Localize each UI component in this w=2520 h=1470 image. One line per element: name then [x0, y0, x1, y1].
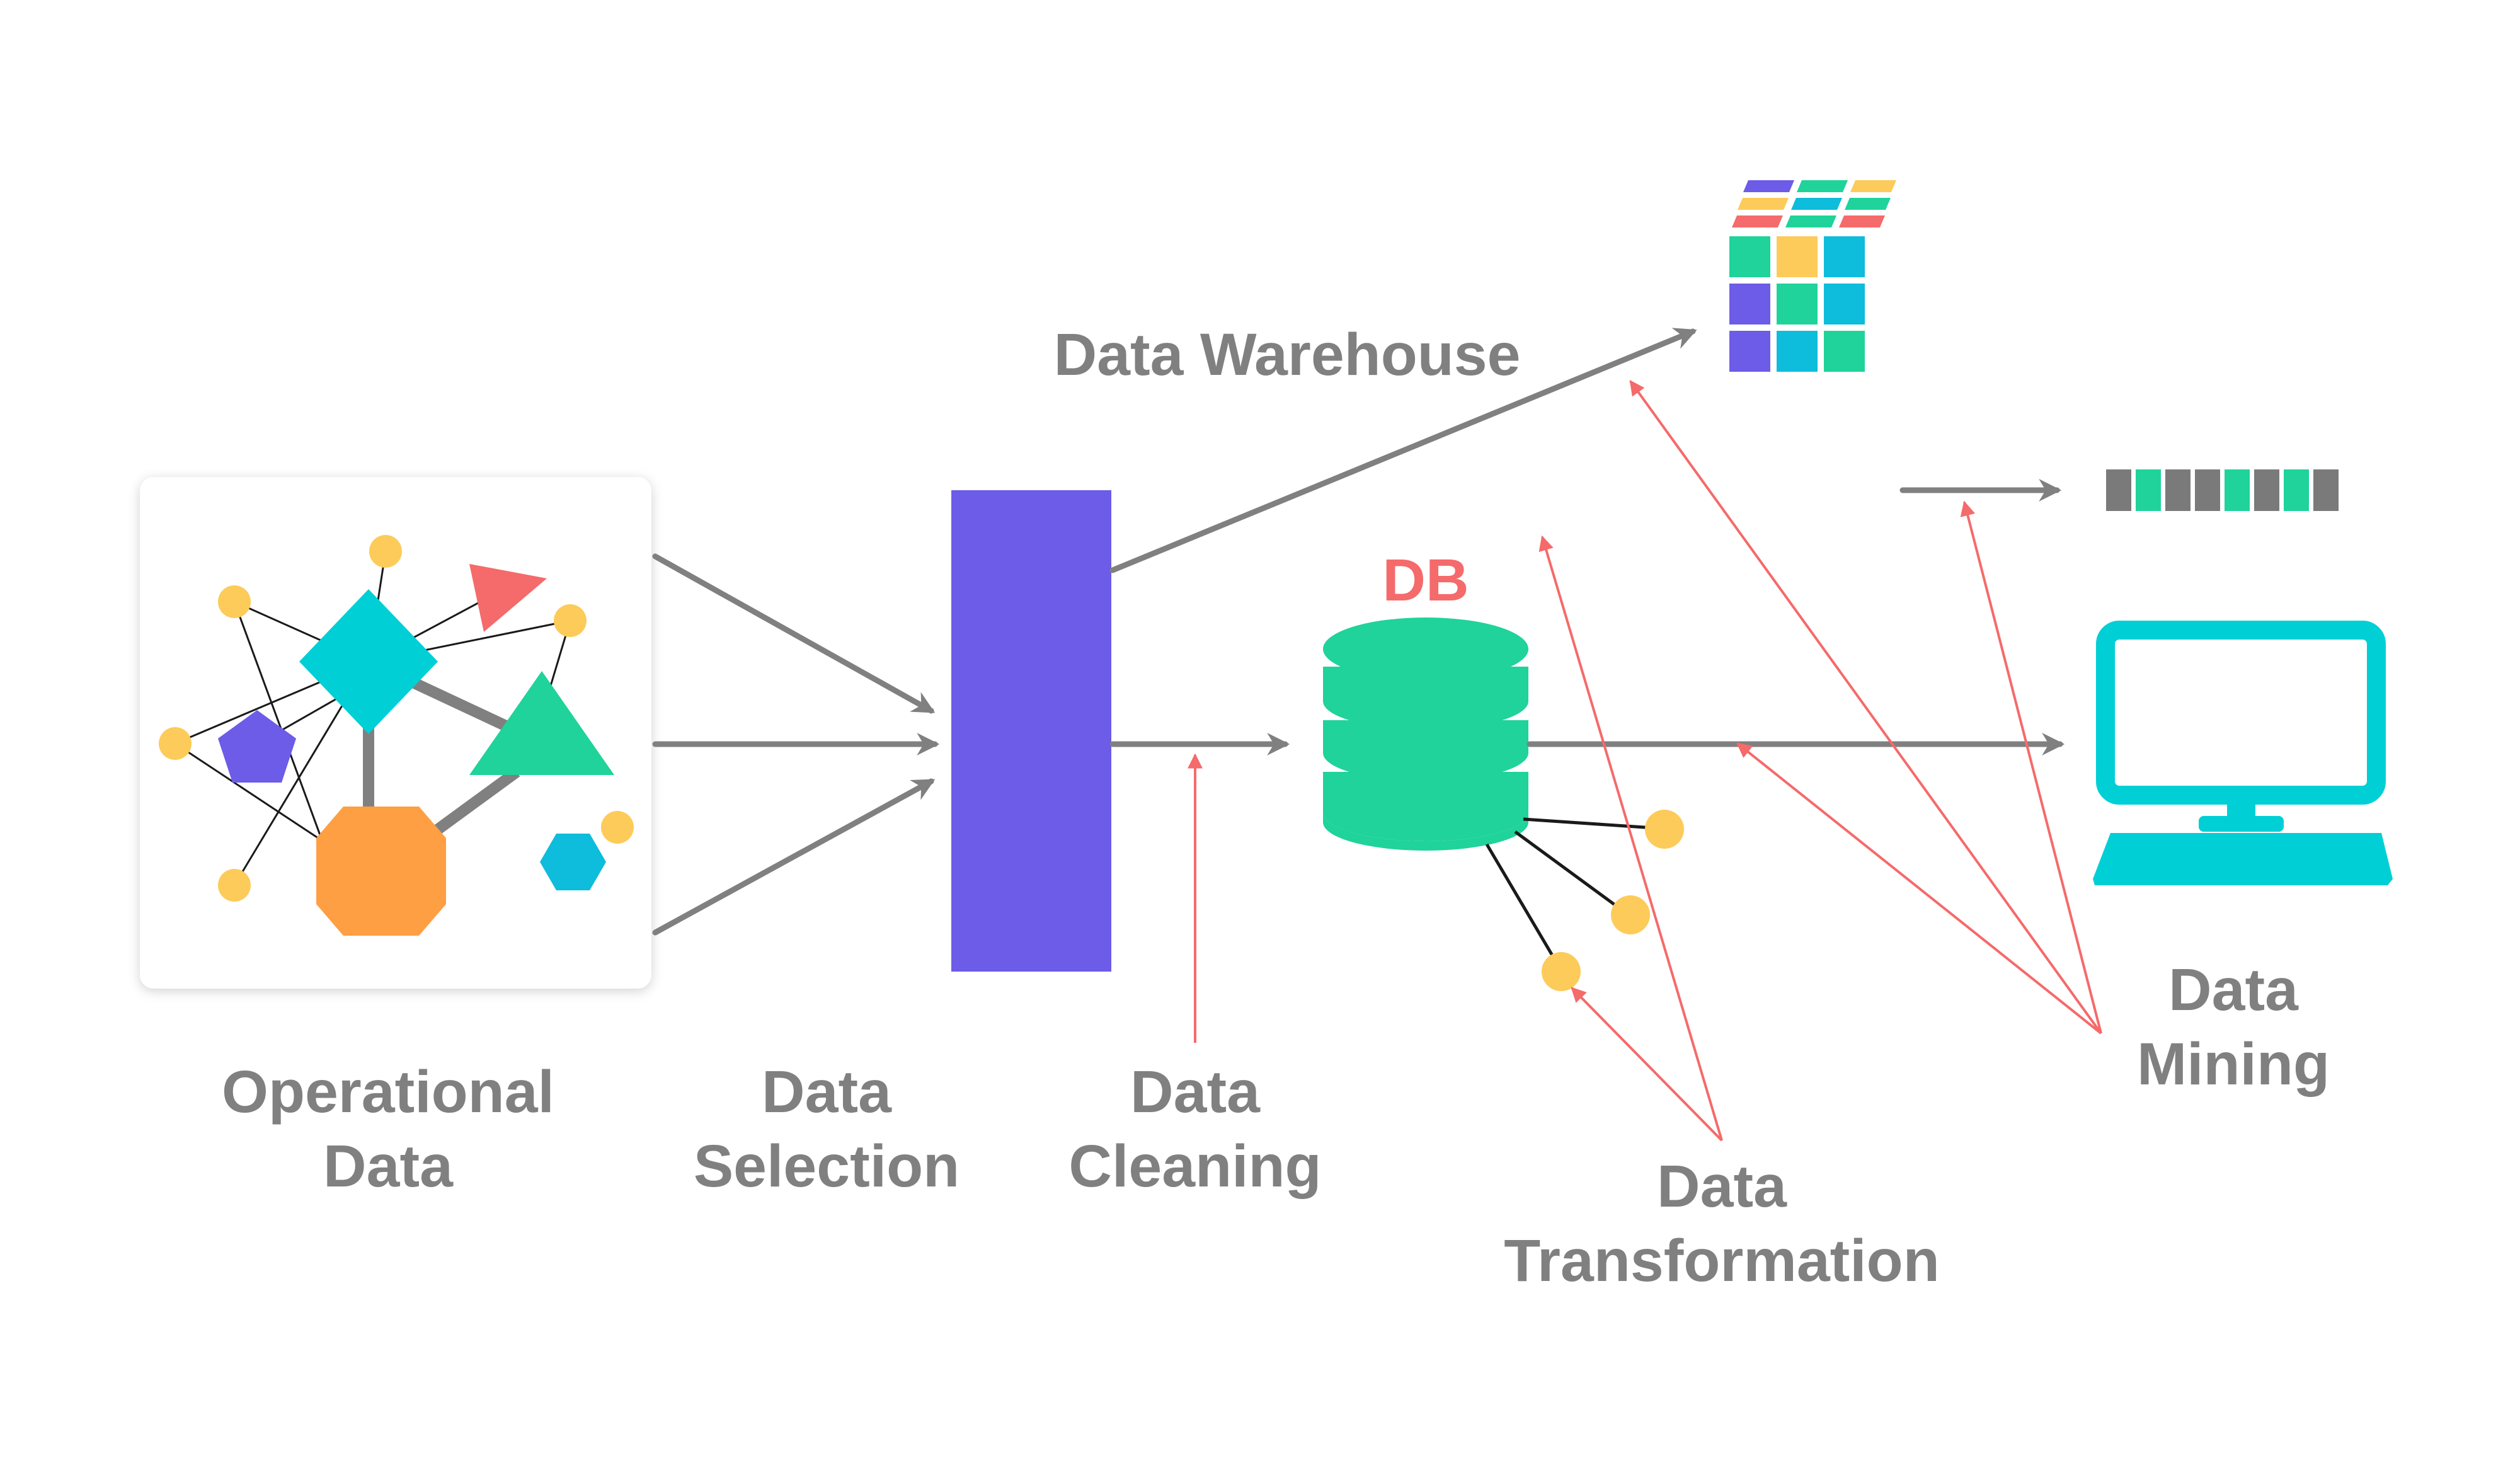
hexagon-shape — [540, 834, 606, 890]
selection-output-arrows — [1109, 328, 1697, 755]
db-satellite-nodes — [1485, 810, 1684, 991]
svg-text:Operational: Operational — [222, 1059, 554, 1125]
data-selection-label: Data Selection — [694, 1059, 959, 1200]
svg-text:Data: Data — [323, 1133, 454, 1200]
selection-block-icon — [951, 490, 1111, 972]
pentagon-shape — [218, 710, 296, 783]
triangle-shape — [469, 671, 614, 775]
db-label: DB — [1382, 547, 1469, 614]
data-cleaning-label: Data Cleaning — [1068, 1059, 1321, 1200]
data-transformation-label: Data Transformation — [1504, 1153, 1940, 1294]
svg-text:Mining: Mining — [2137, 1031, 2330, 1098]
operational-data-label: Operational Data — [222, 1059, 554, 1200]
diamond-shape — [299, 589, 438, 734]
data-cube-icon — [1729, 180, 1896, 372]
data-warehouse-label: Data Warehouse — [1054, 321, 1521, 388]
database-icon — [1323, 617, 1528, 851]
svg-text:Transformation: Transformation — [1504, 1227, 1940, 1294]
operational-data-icon — [140, 477, 651, 989]
svg-text:Data: Data — [762, 1059, 892, 1125]
annotation-lines — [1188, 380, 2102, 1142]
data-mining-label: Data Mining — [2137, 956, 2330, 1098]
svg-text:Data: Data — [2168, 956, 2299, 1023]
octagon-shape — [316, 807, 446, 936]
svg-text:Cleaning: Cleaning — [1068, 1133, 1321, 1200]
input-arrows — [652, 553, 940, 936]
svg-text:Data: Data — [1657, 1153, 1787, 1220]
pattern-bar-icon — [2106, 469, 2339, 511]
network-nodes — [159, 535, 634, 902]
monitor-icon — [2093, 621, 2393, 885]
svg-text:Selection: Selection — [694, 1133, 959, 1200]
svg-text:Data: Data — [1130, 1059, 1261, 1125]
arrowhead-shape — [469, 564, 547, 632]
